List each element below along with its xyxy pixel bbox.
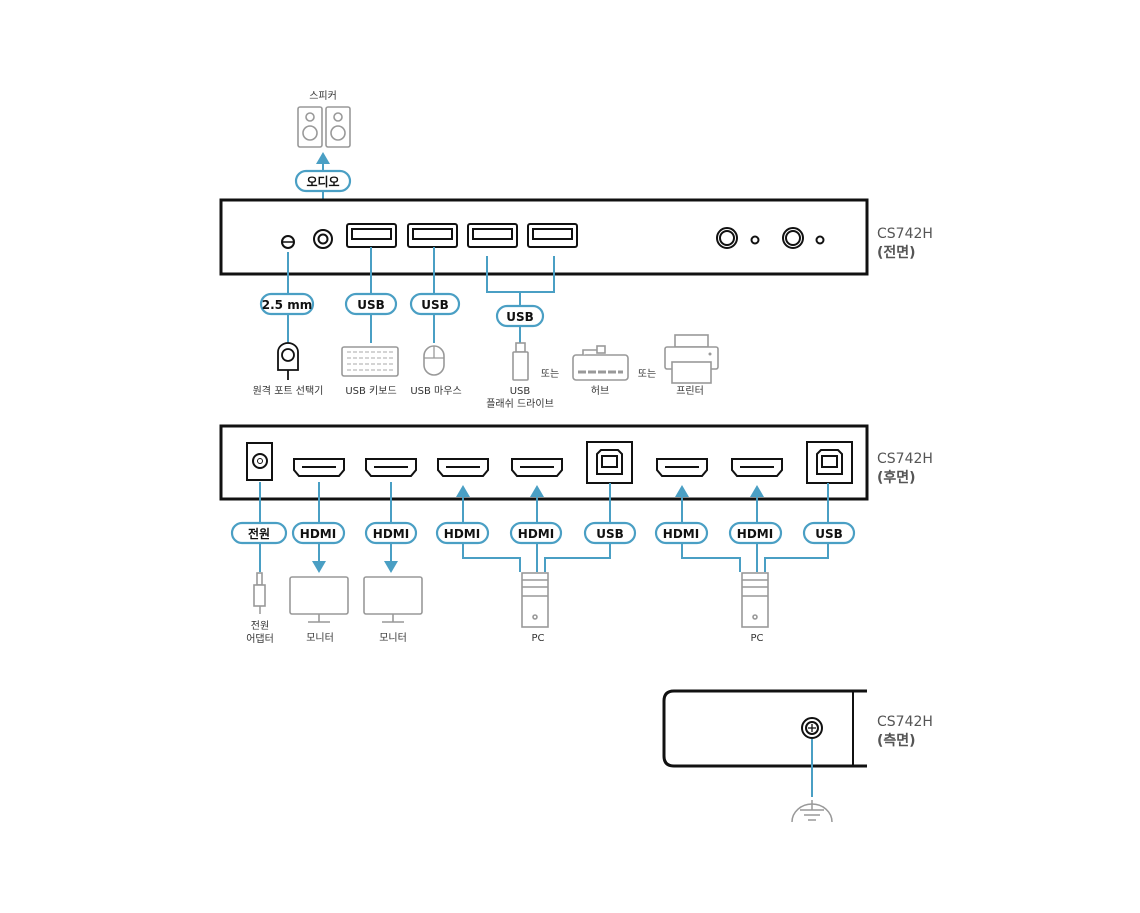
remote-port — [281, 235, 295, 249]
svg-text:HDMI: HDMI — [300, 527, 336, 541]
svg-text:HDMI: HDMI — [444, 527, 480, 541]
side-side-label: (측면) — [877, 732, 916, 749]
front-side-label: (전면) — [877, 244, 916, 261]
svg-text:USB: USB — [596, 527, 624, 541]
side-panel-group: CS742H (측면) — [662, 689, 933, 823]
power-adapter-icon — [253, 572, 266, 614]
svg-text:HDMI: HDMI — [737, 527, 773, 541]
remote-selector-label: 원격 포트 선택기 — [253, 384, 324, 397]
svg-text:전원: 전원 — [248, 526, 270, 541]
flash-drive-icon — [512, 342, 529, 381]
hdmi-ports — [293, 458, 783, 477]
front-model: CS742H — [877, 226, 933, 242]
arrow-up-icon — [530, 485, 544, 497]
pc-tower-icon — [521, 572, 549, 628]
ground-screw — [801, 717, 823, 739]
pill-usb-mouse: USB — [409, 292, 461, 316]
mouse-icon — [423, 345, 445, 376]
svg-text:USB: USB — [357, 298, 385, 312]
monitor-icon — [363, 576, 423, 623]
rear-panel-group: CS742H (후면) 전원 HDMI HDMI HDMI HDMI USB H… — [219, 424, 933, 645]
arrow-down-icon — [384, 561, 398, 573]
front-panel-group: 스피커 오디오 CS742H (전면) 2.5 mm USB USB USB — [219, 90, 933, 410]
rear-pills: 전원 HDMI HDMI HDMI HDMI USB HDMI HDMI USB — [230, 521, 856, 545]
svg-text:USB: USB — [815, 527, 843, 541]
keyboard-icon — [341, 346, 399, 377]
pc-tower-icon — [741, 572, 769, 628]
arrow-up-icon — [316, 152, 330, 164]
svg-text:2.5 mm: 2.5 mm — [262, 298, 312, 312]
mouse-label: USB 마우스 — [410, 385, 461, 397]
pc1-label: PC — [531, 633, 544, 644]
speaker-label: 스피커 — [309, 90, 337, 102]
remote-selector-icon — [277, 342, 299, 380]
power-port — [246, 442, 273, 481]
or-label-2: 또는 — [638, 368, 656, 380]
usb-a-ports — [346, 223, 578, 248]
arrow-down-icon — [312, 561, 326, 573]
front-panel — [219, 198, 869, 276]
pill-2-5mm: 2.5 mm — [259, 292, 315, 316]
hub-icon — [572, 345, 629, 381]
rear-model: CS742H — [877, 451, 933, 467]
usb-b-ports — [586, 441, 853, 484]
arrow-up-icon — [750, 485, 764, 497]
audio-port — [313, 229, 333, 249]
or-label-1: 또는 — [541, 368, 559, 380]
port-select-buttons — [716, 227, 825, 249]
hub-label: 허브 — [591, 385, 609, 397]
svg-text:HDMI: HDMI — [518, 527, 554, 541]
flash-label-1: USB — [510, 386, 531, 397]
flash-label-2: 플래쉬 드라이브 — [486, 398, 554, 410]
pill-usb-keyboard: USB — [344, 292, 398, 316]
adapter-label-2: 어댑터 — [246, 633, 274, 645]
printer-icon — [664, 334, 719, 384]
side-model: CS742H — [877, 714, 933, 730]
monitor-icon — [289, 576, 349, 623]
ground-icon — [791, 800, 833, 823]
keyboard-label: USB 키보드 — [345, 385, 396, 397]
pill-usb-shared: USB — [495, 304, 545, 328]
monitor2-label: 모니터 — [379, 632, 407, 644]
arrow-up-icon — [456, 485, 470, 497]
pc2-label: PC — [750, 633, 763, 644]
arrow-up-icon — [675, 485, 689, 497]
printer-label: 프린터 — [676, 385, 704, 397]
monitor1-label: 모니터 — [306, 632, 334, 644]
side-panel — [662, 689, 867, 768]
svg-text:USB: USB — [506, 310, 534, 324]
svg-text:USB: USB — [421, 298, 449, 312]
svg-text:HDMI: HDMI — [373, 527, 409, 541]
adapter-label-1: 전원 — [251, 620, 269, 632]
svg-text:HDMI: HDMI — [663, 527, 699, 541]
speaker-icon — [297, 106, 351, 148]
rear-side-label: (후면) — [877, 469, 916, 486]
pill-audio: 오디오 — [294, 169, 352, 193]
svg-text:오디오: 오디오 — [306, 174, 339, 189]
